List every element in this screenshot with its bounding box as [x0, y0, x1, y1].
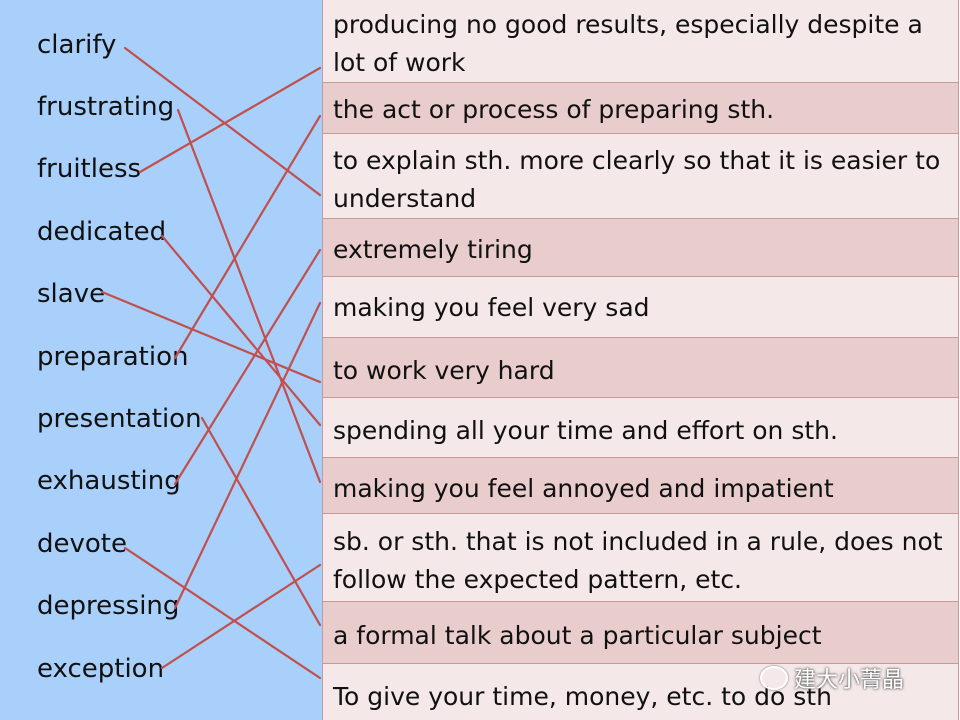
- word-depressing: depressing: [37, 591, 180, 621]
- watermark: 建大小菁晶: [760, 662, 904, 694]
- definition-row: making you feel annoyed and impatient: [322, 458, 959, 514]
- definition-text: making you feel annoyed and impatient: [333, 474, 834, 503]
- definition-text: extremely tiring: [333, 235, 533, 264]
- definition-row: to work very hard: [322, 338, 959, 398]
- wechat-icon: [760, 666, 788, 690]
- definition-text: making you feel very sad: [333, 293, 650, 322]
- definition-text: the act or process of preparing sth.: [333, 95, 775, 124]
- word-devote: devote: [37, 529, 127, 559]
- word-dedicated: dedicated: [37, 217, 167, 247]
- definition-row: spending all your time and effort on sth…: [322, 398, 959, 458]
- definition-text: To give your time, money, etc. to do sth: [333, 682, 832, 711]
- definition-row: the act or process of preparing sth.: [322, 83, 959, 134]
- word-slave: slave: [37, 279, 106, 309]
- word-frustrating: frustrating: [37, 92, 175, 122]
- definition-row: sb. or sth. that is not included in a ru…: [322, 514, 959, 602]
- definition-row: producing no good results, especially de…: [322, 0, 959, 83]
- definition-text: to work very hard: [333, 356, 555, 385]
- definition-text: spending all your time and effort on sth…: [333, 416, 838, 445]
- word-exception: exception: [37, 654, 165, 684]
- word-exhausting: exhausting: [37, 466, 181, 496]
- word-column: clarify frustrating fruitless dedicated …: [0, 0, 322, 720]
- watermark-text: 建大小菁晶: [794, 668, 905, 693]
- definition-row: extremely tiring: [322, 219, 959, 277]
- definition-column: producing no good results, especially de…: [322, 0, 960, 720]
- definition-row: to explain sth. more clearly so that it …: [322, 134, 959, 219]
- definition-row: a formal talk about a particular subject: [322, 602, 959, 664]
- word-preparation: preparation: [37, 342, 189, 372]
- word-clarify: clarify: [37, 30, 117, 60]
- definition-text: to explain sth. more clearly so that it …: [333, 146, 941, 213]
- definition-text: producing no good results, especially de…: [333, 10, 923, 77]
- definition-text: sb. or sth. that is not included in a ru…: [333, 527, 943, 594]
- word-fruitless: fruitless: [37, 154, 142, 184]
- definition-text: a formal talk about a particular subject: [333, 621, 822, 650]
- word-presentation: presentation: [37, 404, 202, 434]
- definition-row: making you feel very sad: [322, 277, 959, 338]
- definition-row: To give your time, money, etc. to do sth: [322, 664, 959, 720]
